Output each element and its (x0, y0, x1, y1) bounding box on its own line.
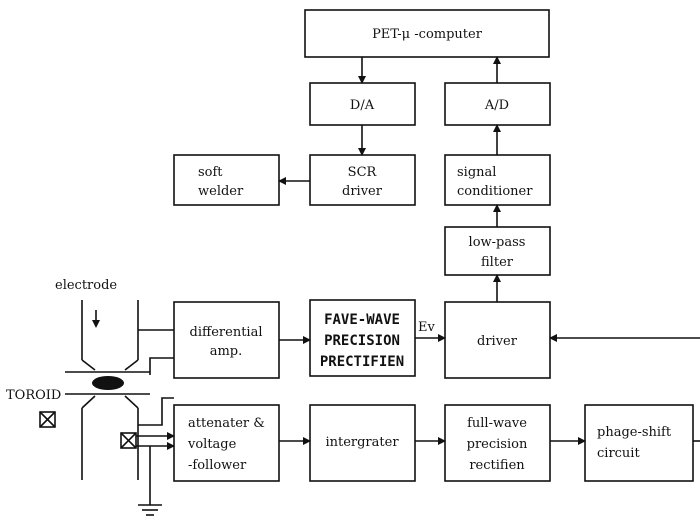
driver-block: driver (444, 301, 551, 379)
phase-shift-label-1: phage-shift (597, 425, 672, 440)
driver-label: driver (477, 334, 518, 349)
ground-icon (138, 446, 162, 516)
signal-conditioner-label-1: signal (457, 165, 496, 180)
weld-nugget-icon (92, 376, 124, 390)
scr-driver-label-2: driver (342, 184, 383, 199)
fullwave-rectifier-top-block: FAVE-WAVE PRECISION PRECTIFIEN (309, 299, 416, 377)
diff-amp-label-2: amp. (210, 344, 243, 359)
scr-driver-block: SCR driver (309, 154, 416, 206)
fullwave-rectifier-bottom-block: full-wave precision rectifien (444, 404, 551, 482)
toroid-left-icon (39, 411, 56, 428)
soft-welder-label-1: soft (198, 165, 223, 180)
fullwave-top-label-1: FAVE-WAVE (324, 312, 400, 328)
electrode-wire-3 (138, 397, 174, 426)
integrator-label: intergrater (325, 435, 399, 450)
ad-block: A/D (444, 82, 551, 126)
phase-shift-label-2: circuit (597, 446, 640, 461)
attenuater-label-3: -follower (188, 458, 247, 473)
ad-label: A/D (484, 98, 509, 113)
electrode-assembly: electrode (55, 278, 150, 480)
differential-amp-block: differential amp. (173, 301, 280, 379)
electrode-wire-2 (149, 357, 174, 375)
computer-label: PET-μ -computer (372, 27, 483, 42)
signal-conditioner-block: signal conditioner (444, 154, 551, 206)
fullwave-top-label-2: PRECISION (324, 333, 400, 349)
ev-label: Ev (418, 320, 435, 335)
fullwave-bottom-label-2: precision (467, 437, 528, 452)
toroid-label: TOROID (6, 388, 61, 403)
signal-conditioner-label-2: conditioner (457, 184, 533, 199)
lowpass-filter-block: low-pass filter (444, 226, 551, 276)
lowpass-label-2: filter (481, 255, 514, 270)
soft-welder-label-2: welder (198, 184, 244, 199)
attenuater-label-2: voltage (187, 437, 237, 452)
attenuater-block: attenater & voltage -follower (173, 404, 280, 482)
lowpass-label-1: low-pass (469, 235, 526, 250)
scr-driver-label-1: SCR (348, 165, 378, 180)
computer-block: PET-μ -computer (304, 9, 550, 58)
electrode-label: electrode (55, 278, 117, 293)
da-label: D/A (350, 98, 375, 113)
toroid-right-icon (120, 432, 137, 449)
da-block: D/A (309, 82, 416, 126)
soft-welder-block: soft welder (173, 154, 280, 206)
fullwave-bottom-label-3: rectifien (469, 458, 525, 473)
fullwave-bottom-label-1: full-wave (467, 416, 527, 431)
attenuater-label-1: attenater & (188, 416, 265, 431)
diff-amp-label-1: differential (190, 325, 263, 340)
phase-shift-block: phage-shift circuit (584, 404, 694, 482)
integrator-block: intergrater (309, 404, 416, 482)
fullwave-top-label-3: PRECTIFIEN (320, 354, 404, 370)
